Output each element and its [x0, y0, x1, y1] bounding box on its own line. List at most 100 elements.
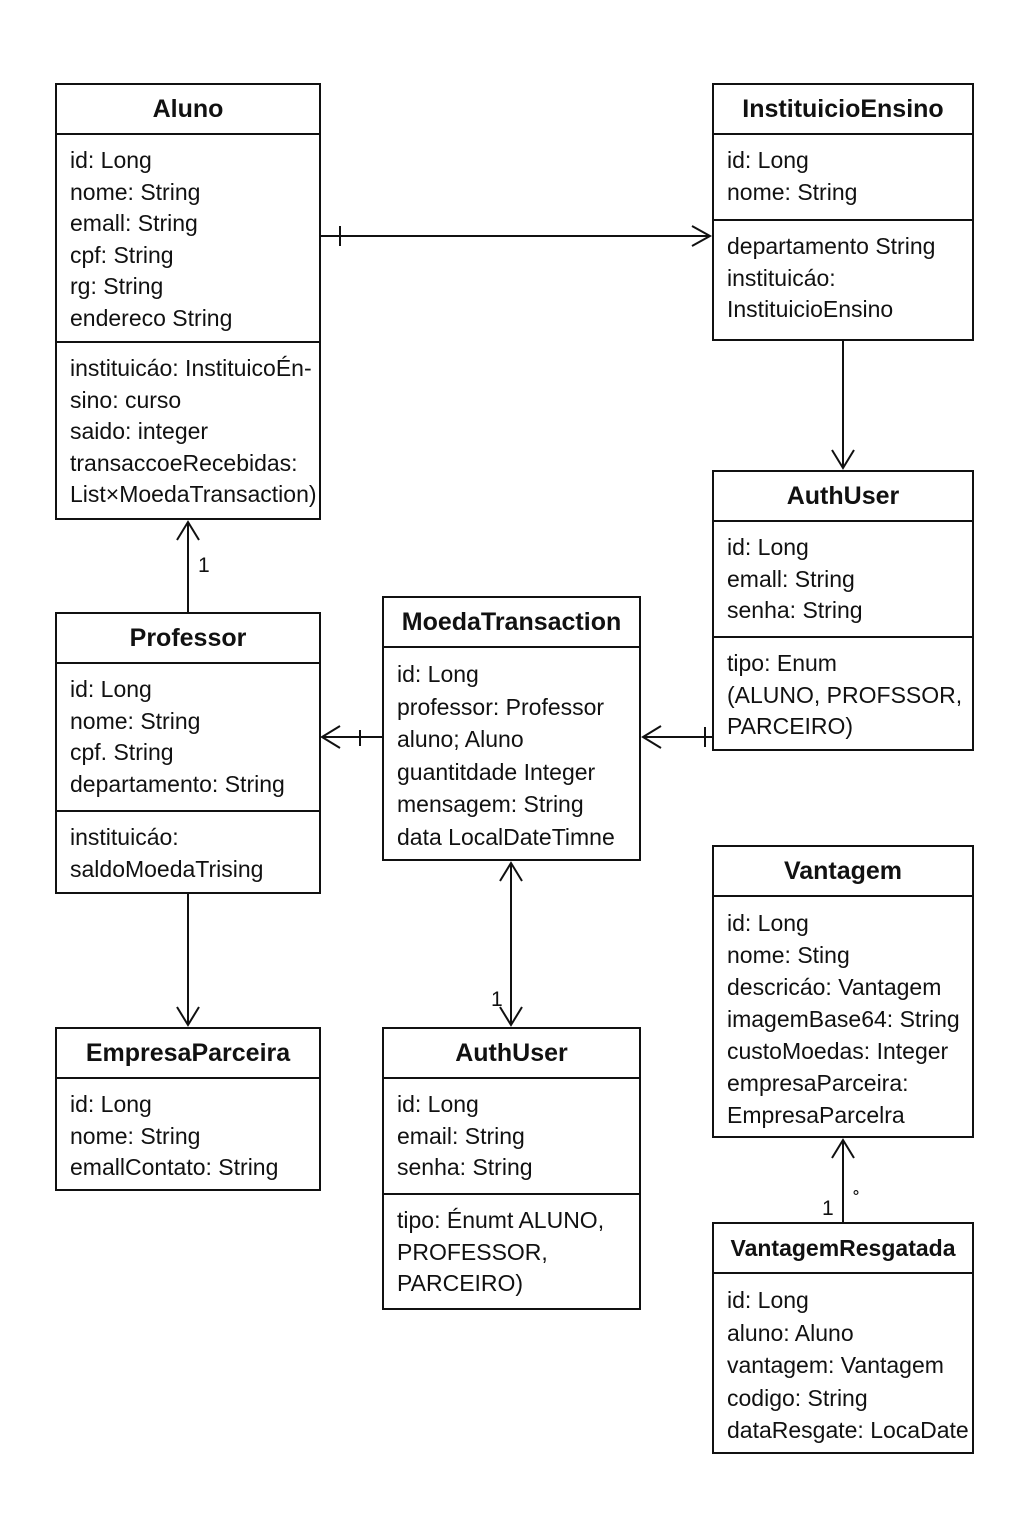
- attribute: senha: String: [397, 1154, 533, 1180]
- attribute: nome: String: [727, 178, 858, 205]
- attributes-section: id: Long professor: Professor aluno; Alu…: [384, 648, 639, 861]
- attribute: empresaParceira:: [727, 1070, 909, 1096]
- attribute: professor: Professor: [397, 693, 605, 720]
- class-title: Aluno: [57, 85, 319, 135]
- attribute: id: Long: [727, 147, 809, 173]
- attributes-section: id: Long emall: String senha: String: [714, 522, 972, 636]
- edge-instituicao-authuser: [831, 341, 855, 470]
- class-title: Vantagem: [714, 847, 972, 897]
- attribute: senha: String: [727, 597, 863, 623]
- class-empresa-parceira: EmpresaParceira id: Long nome: String em…: [55, 1027, 321, 1191]
- relations-section: departamento String instituicáo: Institu…: [714, 219, 972, 334]
- attributes-section: id: Long aluno: Aluno vantagem: Vantagem…: [714, 1274, 972, 1455]
- edge-professor-aluno: [176, 520, 200, 612]
- attribute: cpf. String: [70, 739, 174, 765]
- class-title: MoedaTransaction: [384, 598, 639, 648]
- multiplicity-label: 1: [491, 988, 503, 1011]
- attribute: emall: String: [70, 210, 198, 236]
- attribute: id: Long: [727, 534, 809, 560]
- attributes-section: id: Long nome: String emallContato: Stri…: [57, 1079, 319, 1192]
- relations-section: instituicáo: saldoMoedaTrising: [57, 810, 319, 893]
- relations-section: tipo: Enum (ALUNO, PROFSSOR, PARCEIRO): [714, 636, 972, 751]
- attribute: descricáo: Vantagem: [727, 974, 942, 1000]
- attribute: List×MoedaTransaction): [70, 481, 317, 507]
- class-vantagem: Vantagem id: Long nome: Sting descricáo:…: [712, 845, 974, 1138]
- relations-section: instituicáo: InstituicoÉn- sino: curso s…: [57, 341, 319, 519]
- attribute: nome: String: [70, 1122, 201, 1149]
- class-instituicio-ensino: InstituicioEnsino id: Long nome: String …: [712, 83, 974, 341]
- multiplicity-mark: ˚: [853, 1189, 860, 1212]
- attribute: instituicáo:: [727, 264, 836, 291]
- edge-professor-empresa: [176, 894, 200, 1027]
- attribute: nome: String: [70, 178, 201, 205]
- attribute: id: Long: [727, 1287, 809, 1313]
- attribute: mensagem: String: [397, 791, 584, 817]
- attribute: departamento: String: [70, 770, 285, 797]
- attribute: saldoMoedaTrising: [70, 855, 264, 882]
- attribute: PARCEIRO): [727, 713, 854, 739]
- attribute: data LocalDateTimne: [397, 823, 615, 850]
- class-title: Professor: [57, 614, 319, 664]
- attribute: saido: integer: [70, 418, 209, 444]
- attribute: id: Long: [70, 1091, 152, 1117]
- attribute: dataResgate: LocaDate: [727, 1417, 969, 1443]
- edge-authuser-moeda: [641, 725, 712, 749]
- attribute: rg: String: [70, 273, 164, 299]
- attribute: endereco String: [70, 304, 233, 331]
- attribute: departamento String: [727, 233, 936, 259]
- relations-section: tipo: Énumt ALUNO, PROFESSOR, PARCEIRO): [384, 1193, 639, 1308]
- edge-resgatada-vantagem: [831, 1138, 855, 1222]
- attribute: codigo: String: [727, 1384, 868, 1411]
- attribute: EmpresaParcelra: [727, 1102, 905, 1128]
- attributes-section: id: Long nome: Sting descricáo: Vantagem…: [714, 897, 972, 1139]
- attribute: vantagem: Vantagem: [727, 1352, 944, 1378]
- attribute: PARCEIRO): [397, 1270, 524, 1296]
- class-title: AuthUser: [714, 472, 972, 522]
- edge-moeda-authuser-center: [499, 861, 523, 1027]
- attribute: InstituicioEnsino: [727, 296, 894, 322]
- attribute: aluno; Aluno: [397, 726, 524, 752]
- attribute: tipo: Enum: [727, 650, 837, 676]
- attribute: (ALUNO, PROFSSOR,: [727, 681, 963, 708]
- attribute: id: Long: [397, 661, 479, 687]
- attribute: nome: String: [70, 707, 201, 734]
- attributes-section: id: Long nome: String: [714, 135, 972, 219]
- class-title: VantagemResgatada: [714, 1224, 972, 1274]
- attribute: id: Long: [727, 910, 809, 936]
- attribute: email: String: [397, 1122, 525, 1149]
- attribute: instituicáo:: [70, 824, 179, 850]
- attribute: PROFESSOR,: [397, 1238, 548, 1265]
- class-aluno: Aluno id: Long nome: String emall: Strin…: [55, 83, 321, 520]
- class-title: AuthUser: [384, 1029, 639, 1079]
- attribute: tipo: Énumt ALUNO,: [397, 1207, 605, 1233]
- attribute: nome: Sting: [727, 942, 850, 968]
- attribute: id: Long: [70, 147, 152, 173]
- class-vantagem-resgatada: VantagemResgatada id: Long aluno: Aluno …: [712, 1222, 974, 1454]
- edge-moeda-professor: [320, 725, 382, 749]
- attribute: sino: curso: [70, 386, 182, 413]
- class-title: InstituicioEnsino: [714, 85, 972, 135]
- attribute: aluno: Aluno: [727, 1319, 854, 1346]
- attribute: guantitdade Integer: [397, 758, 596, 785]
- class-moeda-transaction: MoedaTransaction id: Long professor: Pro…: [382, 596, 641, 861]
- attribute: imagemBase64: String: [727, 1006, 960, 1032]
- attribute: instituicáo: InstituicoÉn-: [70, 355, 312, 381]
- class-professor: Professor id: Long nome: String cpf. Str…: [55, 612, 321, 894]
- edge-aluno-instituicao: [321, 225, 713, 247]
- multiplicity-label: 1: [198, 554, 210, 577]
- attribute: cpf: String: [70, 241, 174, 268]
- attribute: custoMoedas: Integer: [727, 1038, 949, 1064]
- class-title: EmpresaParceira: [57, 1029, 319, 1079]
- attribute: emall: String: [727, 565, 855, 592]
- attributes-section: id: Long nome: String cpf. String depart…: [57, 664, 319, 810]
- multiplicity-label: 1: [822, 1197, 834, 1220]
- attribute: emallContato: String: [70, 1154, 279, 1180]
- attribute: id: Long: [70, 676, 152, 702]
- attribute: transaccoeRecebidas:: [70, 449, 298, 476]
- class-authuser-center: AuthUser id: Long email: String senha: S…: [382, 1027, 641, 1310]
- attributes-section: id: Long email: String senha: String: [384, 1079, 639, 1193]
- class-authuser-right: AuthUser id: Long emall: String senha: S…: [712, 470, 974, 751]
- attributes-section: id: Long nome: String emall: String cpf:…: [57, 135, 319, 341]
- attribute: id: Long: [397, 1091, 479, 1117]
